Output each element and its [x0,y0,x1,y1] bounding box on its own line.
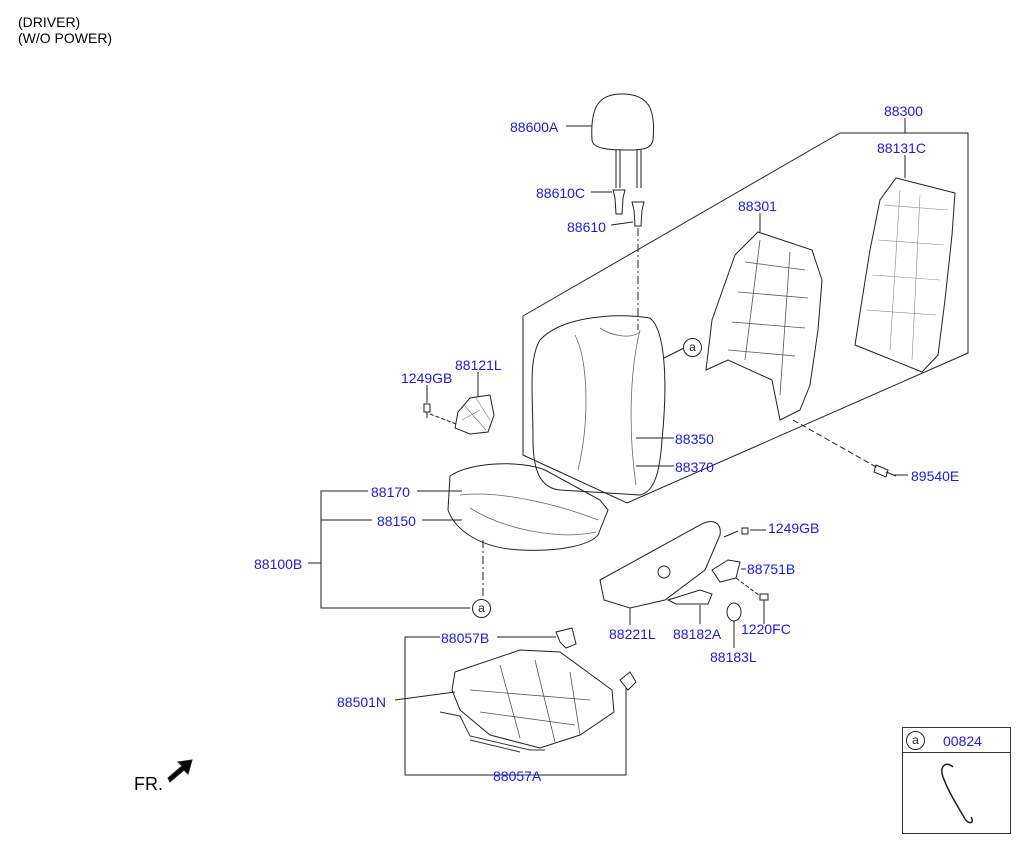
header-line1: (DRIVER) [18,14,81,30]
label-1220FC[interactable]: 1220FC [741,621,791,637]
label-88221L[interactable]: 88221L [609,626,656,642]
bolt-1249GB-right [723,527,749,538]
cushion-bracket [320,490,470,609]
legend-divider [903,752,1010,753]
callout-a-upper: a [683,338,702,357]
front-label: FR. [134,774,163,794]
label-88370[interactable]: 88370 [675,459,714,475]
label-88100B[interactable]: 88100B [254,556,303,572]
header-line2: (W/O POWER) [18,30,113,46]
bracket-88057B [555,627,577,649]
screw-1220FC [759,593,769,608]
label-88301[interactable]: 88301 [738,198,777,214]
seatback-cushion [531,315,666,496]
bolt-89540E [873,464,897,478]
label-88350[interactable]: 88350 [675,431,714,447]
headrest-guide-88610 [631,201,645,227]
side-cover-88121L [454,394,495,435]
lever-cover-88751B [711,559,741,583]
label-88131C[interactable]: 88131C [877,140,927,156]
label-88170[interactable]: 88170 [371,484,410,500]
label-88751B[interactable]: 88751B [747,561,796,577]
label-1249GB-right[interactable]: 1249GB [768,520,820,536]
headrest-guide-88610C [612,189,626,215]
callout-a-lower: a [472,599,491,618]
label-88610C[interactable]: 88610C [536,185,586,201]
leader-88610 [610,221,634,226]
clip-part-drawing [941,763,974,824]
label-88121L[interactable]: 88121L [455,357,502,373]
leader-88501N [394,691,456,701]
lever-88182A [666,589,713,605]
back-frame [705,231,823,421]
track-bracket [404,636,627,776]
label-88610[interactable]: 88610 [567,219,606,235]
seat-cushion [447,463,609,551]
headrest [591,93,655,151]
label-89540E[interactable]: 89540E [911,468,960,484]
seat-track-frame [451,649,615,749]
cap-88183L [726,602,742,622]
label-88501N[interactable]: 88501N [337,694,387,710]
label-88150[interactable]: 88150 [377,513,416,529]
label-88300[interactable]: 88300 [884,103,923,119]
label-88600A[interactable]: 88600A [510,119,559,135]
label-88057B[interactable]: 88057B [441,630,490,646]
label-1249GB-left[interactable]: 1249GB [401,370,453,386]
backframe-bracket [522,132,969,504]
bolt-1249GB-left [423,403,431,418]
back-trim-panel [854,177,956,373]
legend-marker: a [906,731,925,750]
label-88057A[interactable]: 88057A [493,768,542,784]
legend-box: a 00824 [902,727,1011,834]
label-88183L[interactable]: 88183L [710,649,757,665]
front-arrow [167,759,193,783]
bracket-88057A [619,671,637,691]
label-88182A[interactable]: 88182A [673,626,722,642]
legend-part-00824[interactable]: 00824 [943,733,982,749]
side-shield-88221L [599,521,721,609]
